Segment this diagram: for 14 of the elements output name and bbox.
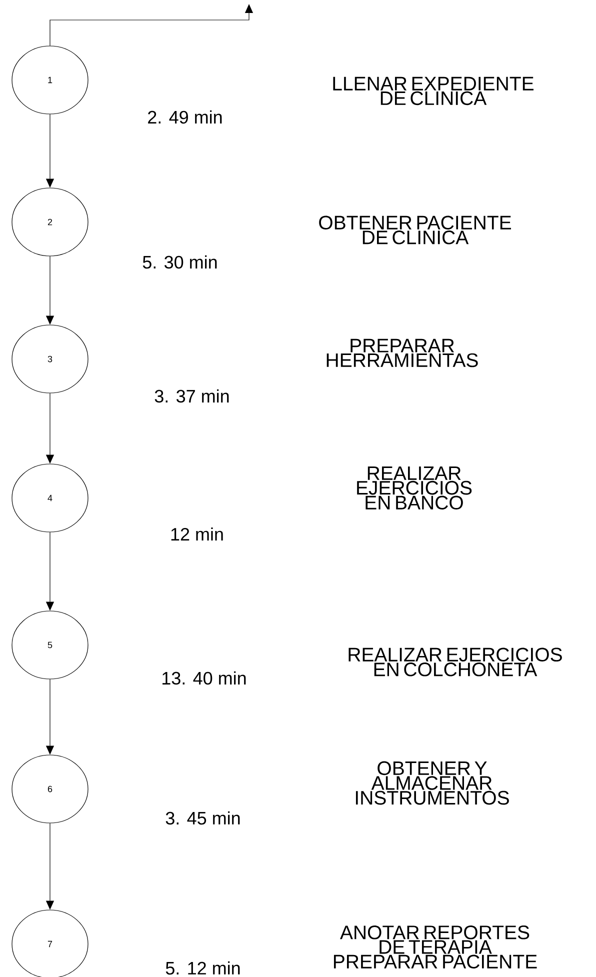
step-description: REALIZAR EJERCICIOS EN BANCO — [357, 466, 472, 510]
duration-label: 5. 30 min — [142, 255, 217, 269]
duration-label: 13. 40 min — [162, 671, 246, 685]
duration-label: 2. 49 min — [148, 110, 222, 124]
duration-label: 12 min — [171, 527, 223, 541]
step-description: LLENAR EXPEDIENTE DE CLINICA — [333, 76, 534, 106]
step-description: ANOTAR REPORTES DE TERAPIA PREPARAR PACIENTE — [334, 926, 537, 969]
step-description: OBTENER Y ALMACENAR INSTRUMENTOS — [356, 761, 509, 805]
duration-label: 5. 12 min — [166, 961, 240, 975]
duration-label: 3. 45 min — [166, 811, 240, 825]
step-description: OBTENER PACIENTE DE CLINICA — [319, 216, 511, 244]
duration-label: 3. 37 min — [154, 389, 229, 403]
step-description: REALIZAR EJERCICIOS EN COLCHONETA — [348, 648, 562, 676]
step-description: PREPARAR HERRAMIENTAS — [326, 338, 478, 368]
